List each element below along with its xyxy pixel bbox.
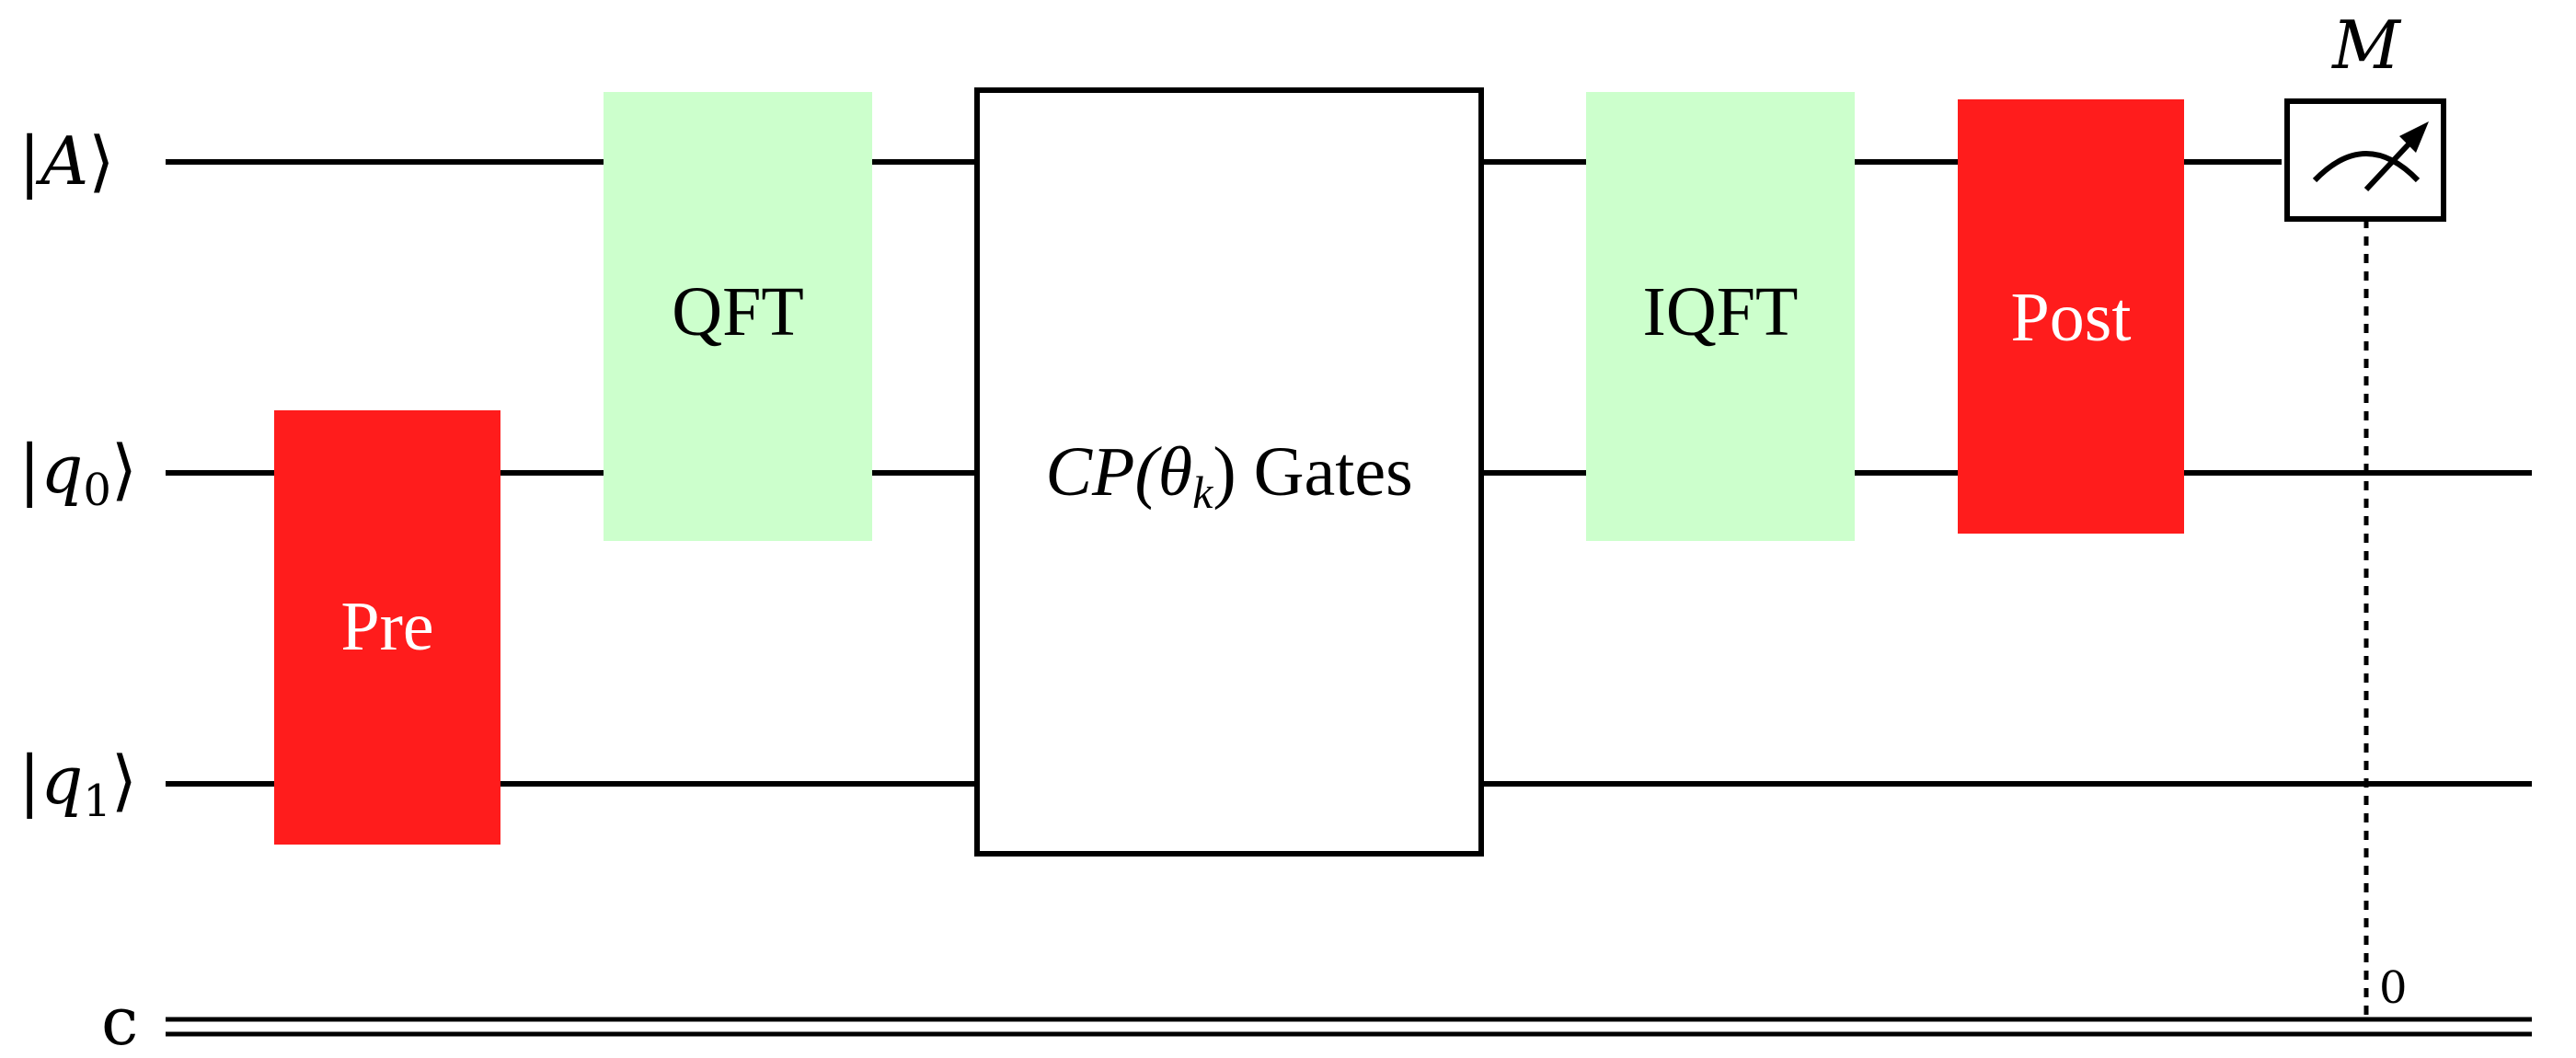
- classical-label: c: [101, 983, 138, 1058]
- iqft-gate-label: IQFT: [1643, 273, 1799, 351]
- post-gate-label: Post: [2011, 279, 2132, 356]
- classical-bit-index: 0: [2379, 962, 2408, 1014]
- meter-icon: [2312, 121, 2429, 192]
- cp-gates-box: [974, 87, 1484, 857]
- qft-gate-label: QFT: [672, 273, 804, 351]
- qubit-label-q0: |q0⟩: [18, 431, 137, 516]
- qubit-label-a: |A⟩: [18, 122, 114, 200]
- pre-gate: Pre: [274, 410, 500, 845]
- measurement-box: [2284, 98, 2446, 222]
- pre-gate-label: Pre: [340, 588, 433, 665]
- post-gate-box: [1958, 99, 2184, 534]
- cp-gates-block: CP(θk) Gates: [974, 87, 1484, 857]
- qft-gate: QFT: [604, 92, 872, 541]
- cp-gates-label: CP(θk) Gates: [1045, 433, 1412, 518]
- post-gate: Post: [1958, 99, 2184, 534]
- measurement: M 0: [2284, 6, 2446, 1016]
- qft-gate-box: [604, 92, 872, 541]
- qubit-label-q1: |q1⟩: [18, 742, 137, 827]
- pre-gate-box: [274, 410, 500, 845]
- iqft-gate: IQFT: [1586, 92, 1855, 541]
- iqft-gate-box: [1586, 92, 1855, 541]
- measurement-label: M: [2330, 6, 2402, 84]
